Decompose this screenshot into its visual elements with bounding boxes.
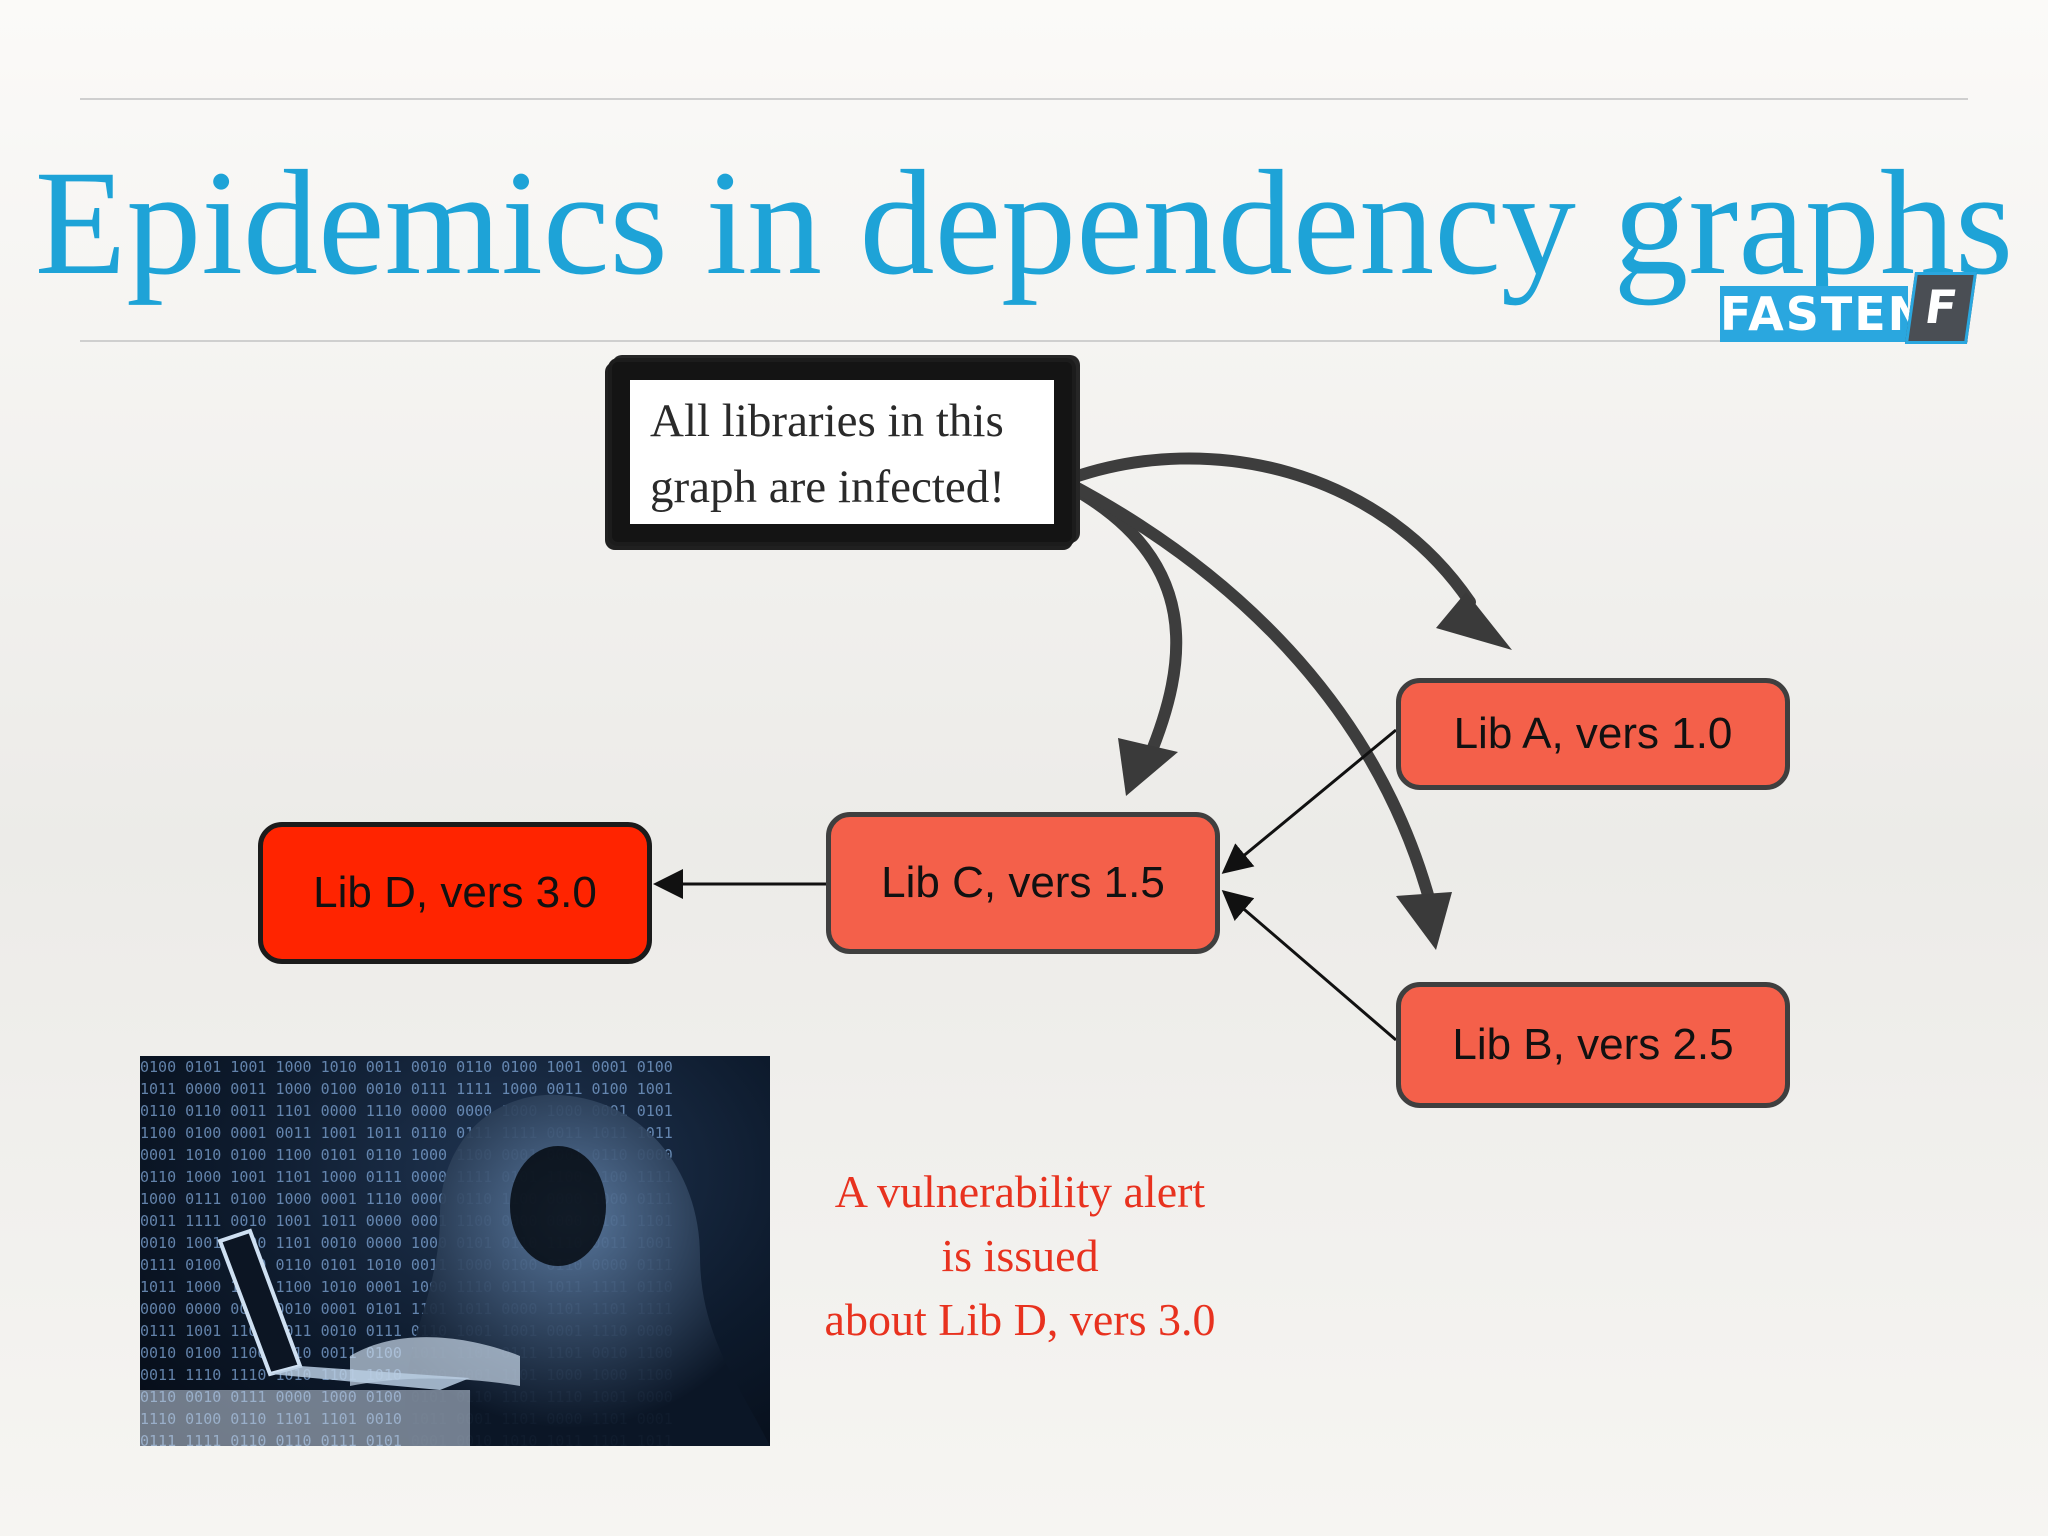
alert-line-3: about Lib D, vers 3.0 (824, 1294, 1216, 1345)
slide-title: Epidemics in dependency graphs (34, 140, 2014, 306)
hood-shadow-face (510, 1146, 606, 1266)
title-divider (80, 340, 1968, 342)
edge-lib-b-to-lib-c (1221, 890, 1397, 1042)
alert-line-1: A vulnerability alert (834, 1166, 1206, 1217)
top-divider (80, 98, 1968, 100)
node-lib-b: Lib B, vers 2.5 (1396, 982, 1790, 1108)
curve-arrowhead-lib-b (1396, 892, 1452, 950)
curve-arrowhead-lib-a (1436, 592, 1512, 650)
hacker-image: 0100 0101 1001 1000 1010 0011 0010 0110 … (140, 1056, 770, 1446)
curve-arrow-to-lib-a (1066, 452, 1476, 608)
node-lib-c: Lib C, vers 1.5 (826, 812, 1220, 954)
callout-line-1: All libraries in this (650, 395, 1004, 447)
laptop-screen (217, 1228, 303, 1377)
hooded-hacker-figure (140, 1094, 770, 1446)
node-lib-d: Lib D, vers 3.0 (258, 822, 652, 964)
desk (140, 1390, 470, 1446)
infected-callout: All libraries in this graph are infected… (612, 362, 1072, 542)
curve-arrow-to-lib-b (1064, 478, 1436, 908)
curve-arrowhead-lib-c (1118, 738, 1178, 796)
alert-line-2: is issued (941, 1230, 1099, 1281)
edge-lib-a-to-lib-c (1221, 728, 1397, 874)
curve-arrow-to-lib-c (1066, 482, 1183, 766)
callout-line-2: graph are infected! (650, 461, 1005, 513)
fasten-logo-text: FASTEN (1720, 286, 1929, 342)
laptop-base (270, 1366, 470, 1390)
infected-callout-text: All libraries in this graph are infected… (630, 380, 1054, 524)
vulnerability-alert-text: A vulnerability alert is issued about Li… (770, 1160, 1270, 1352)
node-lib-a: Lib A, vers 1.0 (1396, 678, 1790, 790)
